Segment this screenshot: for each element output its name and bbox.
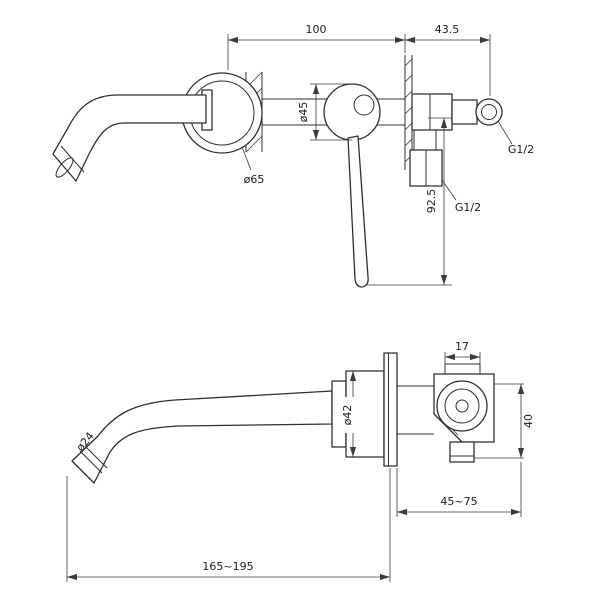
dim-flange-dia-label: ø65: [244, 173, 265, 186]
dim-cartridge-dia-label: ø45: [297, 102, 310, 123]
spout-front: [52, 94, 207, 182]
wall-pipe: [262, 98, 332, 126]
dim-spout-center-label: 100: [306, 23, 327, 36]
inlet-thread-label: G1/2: [508, 143, 534, 156]
wall-plate: [383, 352, 398, 467]
outlet-assembly: [409, 130, 443, 187]
dim-handle-drop-label: 92.5: [425, 189, 438, 214]
inlet-assembly: [377, 93, 503, 131]
valve-bottom-port: [449, 441, 475, 463]
valve-connector: [397, 385, 434, 435]
front-view-dimensions: 100 43.5 ø45 ø65 G1/2 G1/2 92.5: [227, 23, 534, 286]
valve-housing: [433, 363, 495, 463]
dim-body-dia-label: ø42: [341, 405, 354, 426]
cartridge-body: [323, 83, 381, 141]
inlet-thread-end: [475, 98, 503, 126]
dim-top-port-label: 17: [455, 340, 469, 353]
dim-wall-depth-range-label: 45~75: [440, 495, 477, 508]
dim-spout-reach-range-label: 165~195: [202, 560, 253, 573]
dim-valve-height-label: 40: [522, 414, 535, 428]
handle-lever: [347, 135, 369, 288]
spout-side: [71, 390, 333, 484]
dim-text-mask: [342, 397, 356, 433]
dim-body-depth-label: 43.5: [435, 23, 460, 36]
outlet-thread-label: G1/2: [455, 201, 481, 214]
valve-top-port: [444, 363, 481, 374]
side-view: 17 ø42 ø24 40 45~75 165~195: [66, 340, 535, 582]
front-view: 100 43.5 ø45 ø65 G1/2 G1/2 92.5: [52, 23, 534, 288]
